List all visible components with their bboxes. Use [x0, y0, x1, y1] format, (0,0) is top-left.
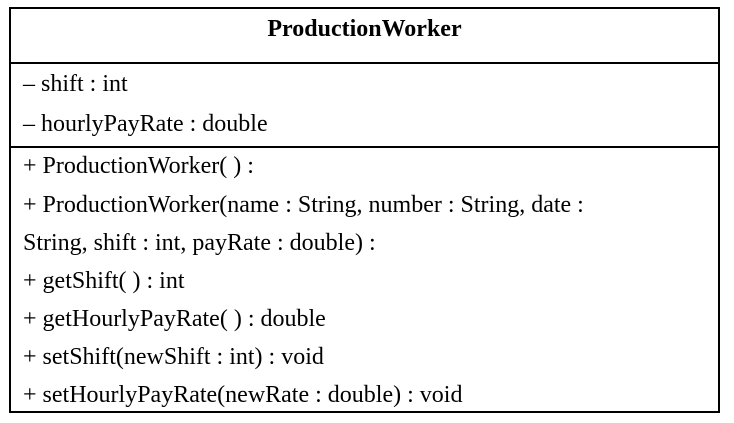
method-get-hourly-pay-rate: + getHourlyPayRate( ) : double — [23, 306, 326, 332]
class-name: ProductionWorker — [267, 16, 462, 42]
uml-class-box: ProductionWorker – shift : int – hourlyP… — [9, 7, 720, 413]
method-set-hourly-pay-rate: + setHourlyPayRate(newRate : double) : v… — [23, 382, 463, 408]
method-set-shift: + setShift(newShift : int) : void — [23, 344, 324, 370]
attribute-shift: – shift : int — [23, 71, 128, 97]
method-get-shift: + getShift( ) : int — [23, 268, 185, 294]
class-name-compartment: ProductionWorker — [11, 9, 718, 64]
method-default-constructor: + ProductionWorker( ) : — [23, 153, 254, 179]
methods-compartment: + ProductionWorker( ) : + ProductionWork… — [11, 146, 718, 411]
method-parameterized-constructor-continued: String, shift : int, payRate : double) : — [23, 230, 376, 256]
attributes-compartment: – shift : int – hourlyPayRate : double — [11, 62, 718, 148]
method-parameterized-constructor: + ProductionWorker(name : String, number… — [23, 192, 584, 218]
attribute-hourly-pay-rate: – hourlyPayRate : double — [23, 111, 268, 137]
